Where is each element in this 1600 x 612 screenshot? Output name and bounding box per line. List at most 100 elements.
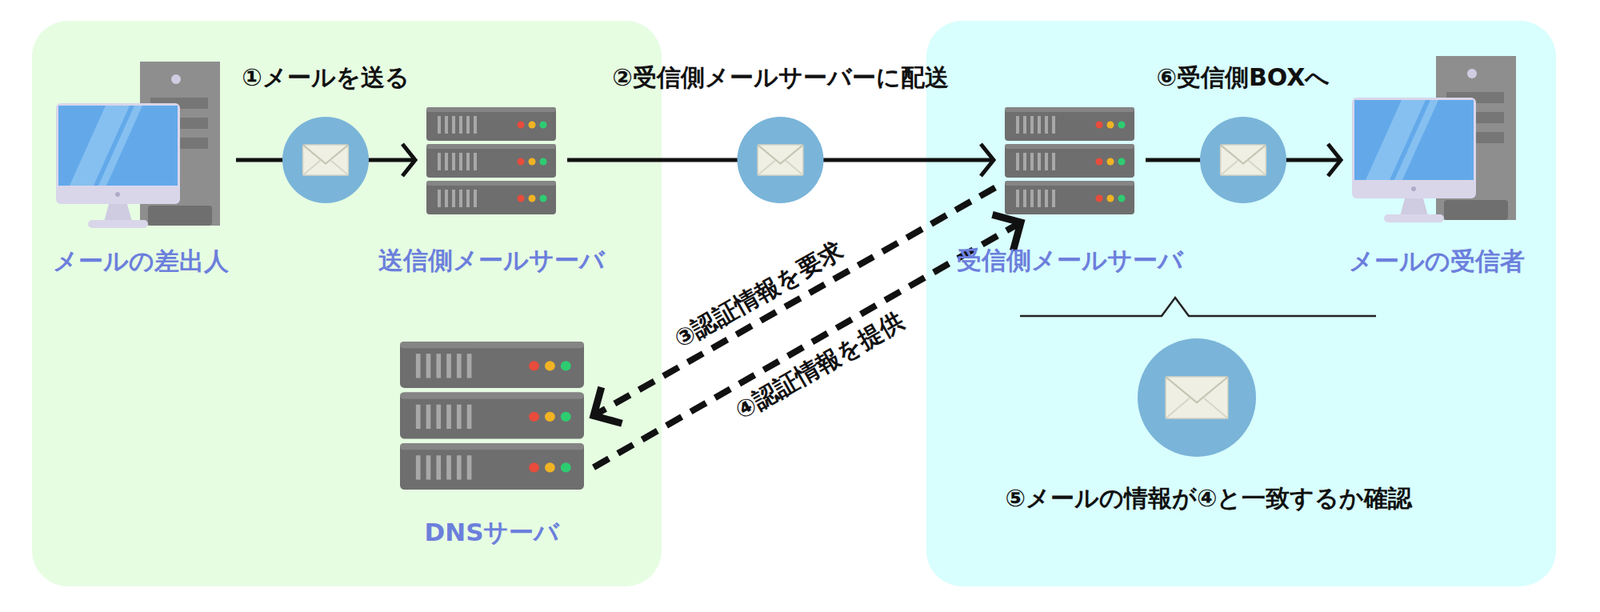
node-label: 受信側メールサーバ	[956, 246, 1184, 274]
envelope	[1165, 376, 1228, 419]
power-button	[171, 74, 181, 84]
edge-label: ②受信側メールサーバーに配送	[612, 64, 948, 91]
receiver-panel	[926, 20, 1556, 587]
vent-slot	[456, 353, 462, 378]
node-label: DNSサーバ	[424, 518, 560, 546]
vent-slot	[426, 353, 432, 378]
server-top	[1004, 144, 1135, 149]
monitor-base	[88, 220, 148, 228]
status-light	[1107, 121, 1115, 129]
mail-circle	[1200, 116, 1287, 204]
envelope-fold	[1248, 160, 1267, 176]
server-top	[426, 180, 556, 186]
vent-slot	[1052, 189, 1056, 208]
status-light	[528, 462, 540, 472]
status-light	[544, 462, 556, 472]
vent-slot	[446, 455, 452, 480]
envelope-fold	[757, 160, 776, 176]
status-light	[560, 360, 572, 371]
server-node: DNSサーバ	[400, 341, 584, 490]
node-label: メールの差出人	[52, 247, 229, 275]
vent-slot	[1016, 189, 1020, 208]
vent-slot	[467, 404, 472, 429]
vent-slot	[466, 152, 470, 171]
server-top	[400, 341, 584, 348]
node-label: 送信側メールサーバ	[378, 246, 605, 274]
monitor-screen	[1354, 100, 1474, 180]
monitor-dot	[115, 192, 120, 197]
vent-slot	[1044, 152, 1048, 171]
tower-foot	[1444, 200, 1508, 220]
vent-slot	[1052, 152, 1056, 171]
computer-icon	[56, 61, 225, 230]
mail-icon	[1137, 338, 1256, 457]
vent-slot	[1044, 116, 1048, 134]
vent-slot	[459, 189, 463, 208]
vent-slot	[437, 189, 441, 208]
status-light	[540, 158, 548, 166]
envelope-flap	[303, 144, 349, 164]
envelope	[757, 144, 804, 176]
computer-node: メールの差出人	[56, 61, 225, 230]
vent-slot	[456, 404, 462, 429]
status-light	[1096, 158, 1104, 166]
screen-shine	[1394, 100, 1439, 180]
server-top	[426, 107, 556, 112]
vent-slot	[446, 353, 452, 378]
status-light	[1107, 158, 1115, 166]
envelope-fold	[1220, 160, 1239, 176]
auth-arrow	[593, 188, 996, 424]
vent-slot	[1030, 189, 1034, 208]
server-unit	[426, 107, 556, 141]
status-light	[1118, 158, 1126, 166]
status-light	[528, 360, 540, 371]
status-light	[517, 195, 525, 203]
server-icon	[426, 107, 556, 215]
server-icon	[1004, 107, 1135, 215]
status-light	[528, 121, 536, 129]
vent-slot	[1023, 116, 1027, 134]
server-node: 受信側メールサーバ	[1004, 107, 1135, 215]
vent-slot	[1016, 116, 1020, 134]
server-unit	[426, 180, 556, 215]
computer-node: メールの受信者	[1352, 56, 1521, 224]
monitor-screen	[58, 105, 178, 186]
server-top	[1004, 180, 1135, 186]
server-unit	[400, 392, 584, 440]
envelope-flap	[1165, 376, 1228, 403]
vent-slot	[1044, 189, 1048, 208]
status-light	[1096, 195, 1104, 203]
note-label: ⑤メールの情報が④と一致するか確認	[1005, 484, 1413, 512]
vent-slot	[473, 152, 477, 171]
envelope-flap	[757, 144, 804, 164]
vent-slot	[473, 189, 477, 208]
vent-slot	[436, 455, 441, 480]
status-light	[560, 412, 572, 422]
vent-slot	[473, 116, 477, 134]
vent-slot	[446, 404, 452, 429]
mail-arrow	[236, 116, 416, 204]
envelope-fold	[1204, 398, 1228, 419]
vent-slot	[1023, 189, 1027, 208]
envelope-fold	[785, 160, 804, 176]
monitor-frame	[56, 103, 180, 204]
status-light	[517, 121, 525, 129]
status-light	[560, 462, 572, 472]
server-unit	[1004, 180, 1135, 215]
edge-label: ④認証情報を提供	[730, 307, 908, 424]
computer-icon	[1352, 56, 1521, 224]
vent-slot	[452, 189, 456, 208]
arrow-head	[980, 144, 994, 176]
status-light	[1096, 121, 1104, 129]
vent-slot	[426, 455, 432, 480]
server-top	[400, 392, 584, 400]
status-light	[1118, 195, 1126, 203]
status-light	[544, 360, 556, 371]
vent-slot	[444, 152, 448, 171]
envelope-fold	[331, 160, 349, 176]
monitor-stand	[1400, 198, 1428, 216]
status-light	[544, 412, 556, 422]
vent-slot	[452, 152, 456, 171]
